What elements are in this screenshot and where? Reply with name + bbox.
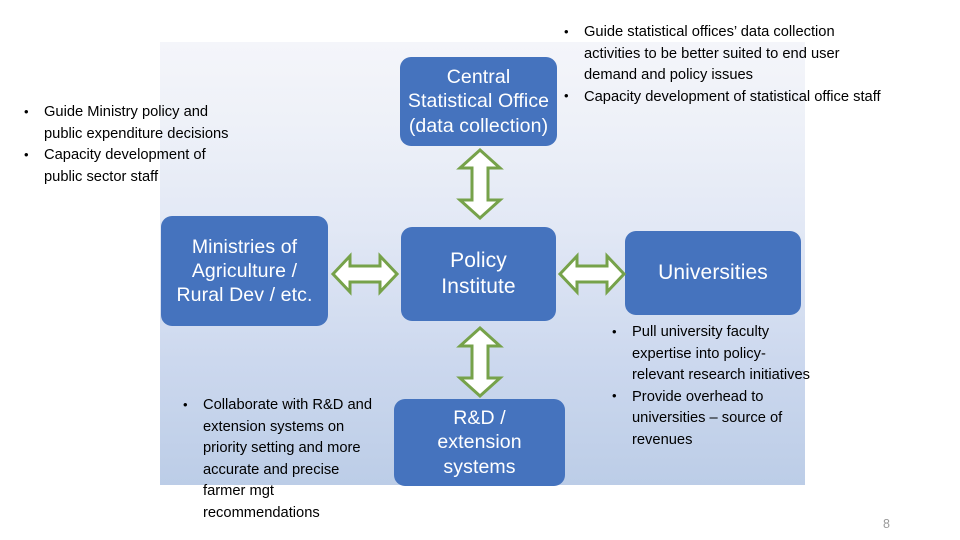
node-universities[interactable]: Universities xyxy=(625,231,801,315)
node-label-line: extension xyxy=(437,431,522,454)
node-rd-extension-systems[interactable]: R&D / extension systems xyxy=(394,399,565,486)
node-label-line: systems xyxy=(443,455,516,478)
node-label-line: Ministries of xyxy=(191,235,298,258)
annotation-left-ministries: Guide Ministry policy and public expendi… xyxy=(16,101,232,188)
node-label: Central Statistical Office (data collect… xyxy=(408,65,549,138)
double-arrow-vertical-icon xyxy=(455,148,505,220)
node-label-line: Central xyxy=(446,66,511,89)
node-ministries[interactable]: Ministries of Agriculture / Rural Dev / … xyxy=(161,216,328,326)
annotation-bullet: Guide statistical offices’ data collecti… xyxy=(556,22,886,87)
node-label-line: Rural Dev / etc. xyxy=(176,284,313,307)
annotation-topright-statistical-office: Guide statistical offices’ data collecti… xyxy=(556,22,886,108)
annotation-bullet: Capacity development of public sector st… xyxy=(16,145,232,188)
double-arrow-horizontal-icon xyxy=(331,251,399,297)
double-arrow-horizontal-icon xyxy=(558,251,626,297)
node-central-statistical-office[interactable]: Central Statistical Office (data collect… xyxy=(400,57,557,146)
node-label: Universities xyxy=(658,260,768,286)
annotation-bullet: Pull university faculty expertise into p… xyxy=(604,322,814,387)
node-label-line: Agriculture / xyxy=(191,259,298,282)
annotation-bottomright-universities: Pull university faculty expertise into p… xyxy=(604,322,814,452)
node-label: R&D / extension systems xyxy=(437,406,521,479)
node-label-line: Statistical Office xyxy=(407,90,550,113)
annotation-bullet: Provide overhead to universities – sourc… xyxy=(604,386,814,452)
double-arrow-vertical-icon xyxy=(455,326,505,398)
annotation-bottomleft-rd-extension: Collaborate with R&D and extension syste… xyxy=(175,395,385,525)
node-label-line: R&D / xyxy=(453,407,506,430)
node-label-line: Universities xyxy=(658,260,768,284)
node-policy-institute[interactable]: Policy Institute xyxy=(401,227,556,321)
node-label-line: Institute xyxy=(441,275,516,298)
node-label-line: (data collection) xyxy=(408,114,549,137)
node-label: Policy Institute xyxy=(441,248,515,300)
node-label: Ministries of Agriculture / Rural Dev / … xyxy=(177,235,313,308)
page-number: 8 xyxy=(883,517,890,531)
annotation-bullet: Capacity development of statistical offi… xyxy=(556,86,886,109)
annotation-bullet: Collaborate with R&D and extension syste… xyxy=(175,395,385,525)
node-label-line: Policy xyxy=(450,248,507,272)
annotation-bullet: Guide Ministry policy and public expendi… xyxy=(16,101,232,145)
